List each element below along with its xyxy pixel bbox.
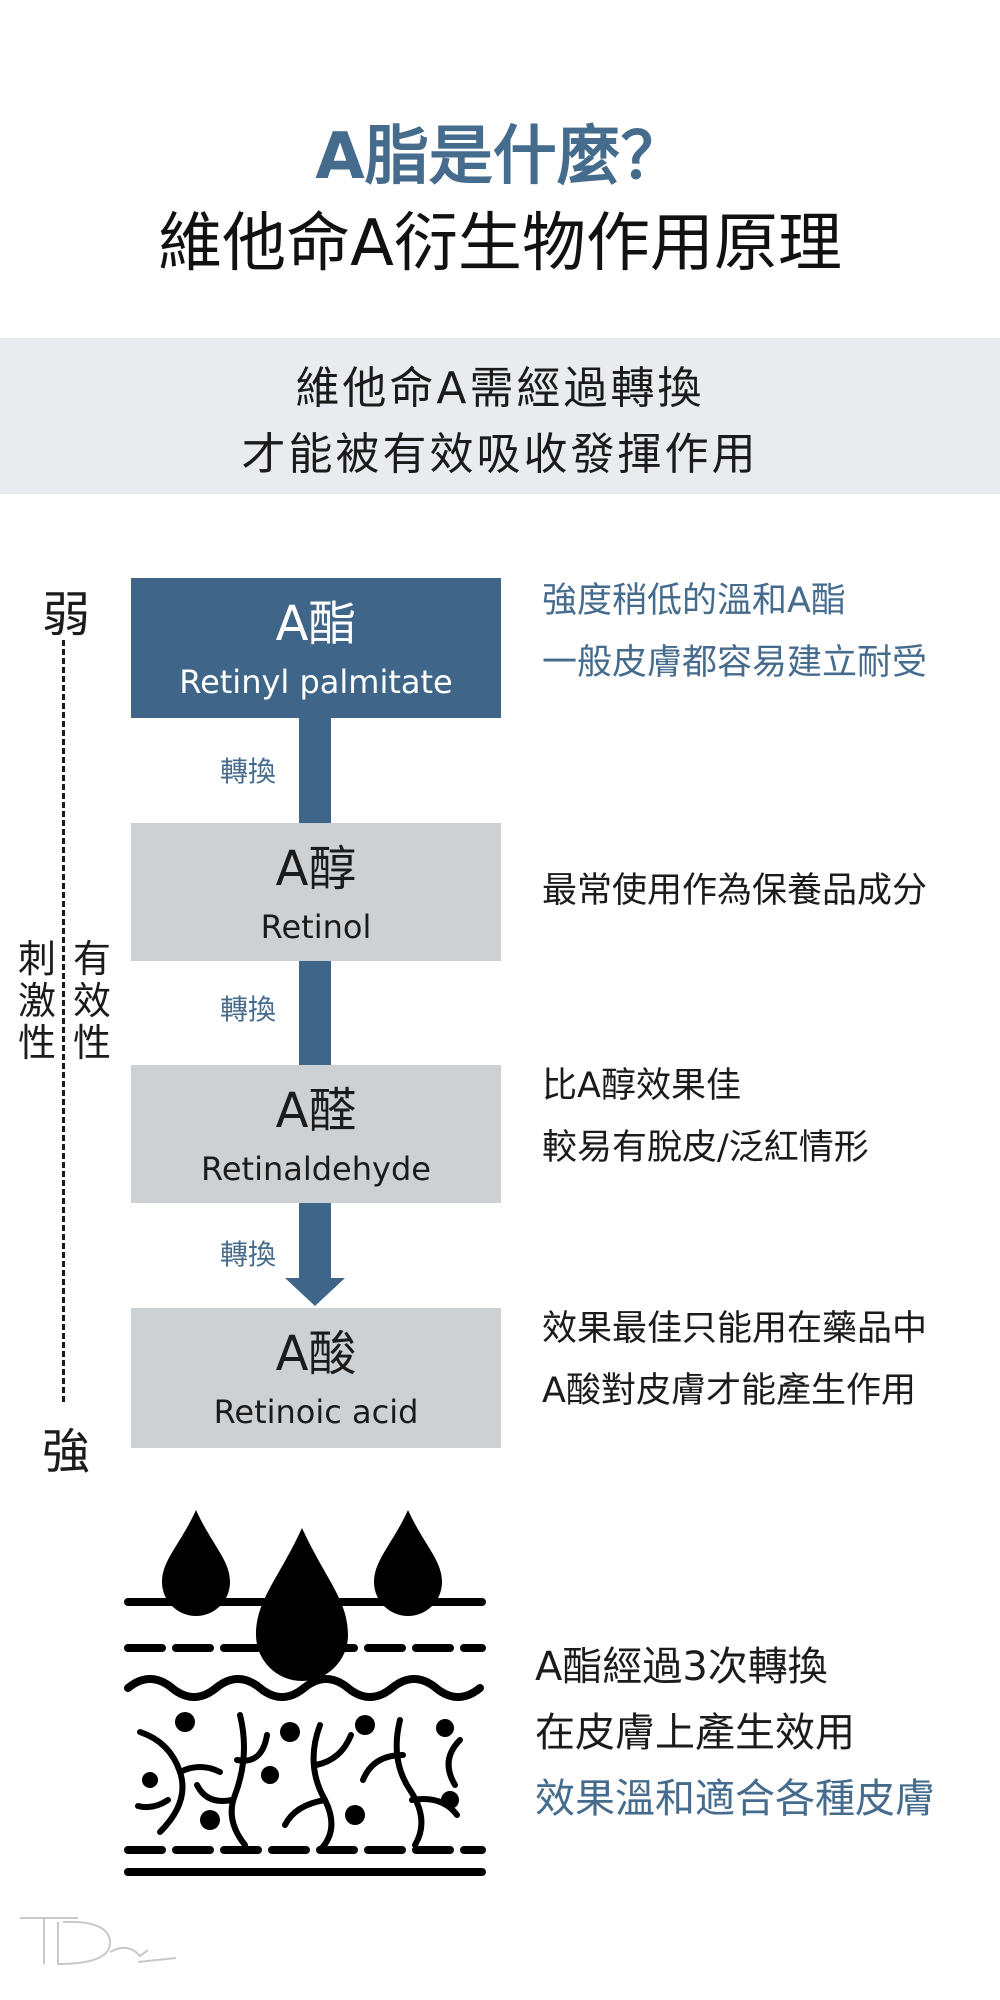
- summary-line-2: 在皮膚上產生效用: [535, 1710, 855, 1756]
- summary-line-1: A酯經過3次轉換: [535, 1644, 828, 1690]
- logo-watermark: [20, 1917, 177, 1966]
- step-box-retinol: A醇 Retinol: [131, 823, 501, 961]
- step-desc-retinyl-palmitate: 強度稍低的溫和A酯一般皮膚都容易建立耐受: [542, 581, 928, 683]
- axis-effectiveness-label: 有效性: [72, 937, 111, 1065]
- step-name-en: Retinoic acid: [213, 1393, 419, 1431]
- arrow-shaft-3: [299, 1203, 331, 1281]
- skin-absorption-icon: [124, 1510, 486, 1876]
- axis-strong-label: 強: [42, 1424, 91, 1480]
- step-name-en: Retinyl palmitate: [179, 663, 453, 701]
- step-desc-retinaldehyde: 比A醇效果佳較易有脫皮/泛紅情形: [542, 1066, 869, 1168]
- step-name-cn: A酸: [275, 1326, 357, 1382]
- step-name-cn: A酯: [275, 596, 357, 652]
- step-box-retinoic-acid: A酸 Retinoic acid: [131, 1308, 501, 1448]
- step-name-cn: A醇: [275, 841, 357, 897]
- summary-text: A酯經過3次轉換 在皮膚上產生效用 效果溫和適合各種皮膚: [535, 1634, 935, 1832]
- banner-line-1: 維他命A需經過轉換: [295, 363, 705, 414]
- arrow-shaft-2: [299, 961, 331, 1065]
- step-box-retinyl-palmitate: A酯 Retinyl palmitate: [131, 578, 501, 718]
- summary-line-3: 效果溫和適合各種皮膚: [535, 1776, 935, 1822]
- arrow-head-icon: [285, 1278, 345, 1306]
- step-desc-retinol: 最常使用作為保養品成分: [542, 871, 928, 911]
- conversion-label-2: 轉換: [218, 988, 279, 1028]
- conversion-label-1: 轉換: [218, 750, 279, 790]
- step-box-retinaldehyde: A醛 Retinaldehyde: [131, 1065, 501, 1203]
- step-name-en: Retinol: [260, 908, 372, 946]
- info-banner: [0, 338, 1000, 494]
- axis-weak-label: 弱: [42, 587, 91, 643]
- page-title: A脂是什麼？: [315, 120, 685, 194]
- step-name-en: Retinaldehyde: [201, 1150, 431, 1188]
- axis-irritation-label: 刺激性: [17, 937, 56, 1065]
- axis-dashed-line: [62, 640, 65, 1402]
- step-name-cn: A醛: [275, 1083, 357, 1139]
- banner-line-2: 才能被有效吸收發揮作用: [241, 429, 759, 480]
- conversion-label-3: 轉換: [218, 1233, 279, 1273]
- arrow-shaft-1: [299, 718, 331, 823]
- page-subtitle: 維他命A衍生物作用原理: [158, 207, 842, 281]
